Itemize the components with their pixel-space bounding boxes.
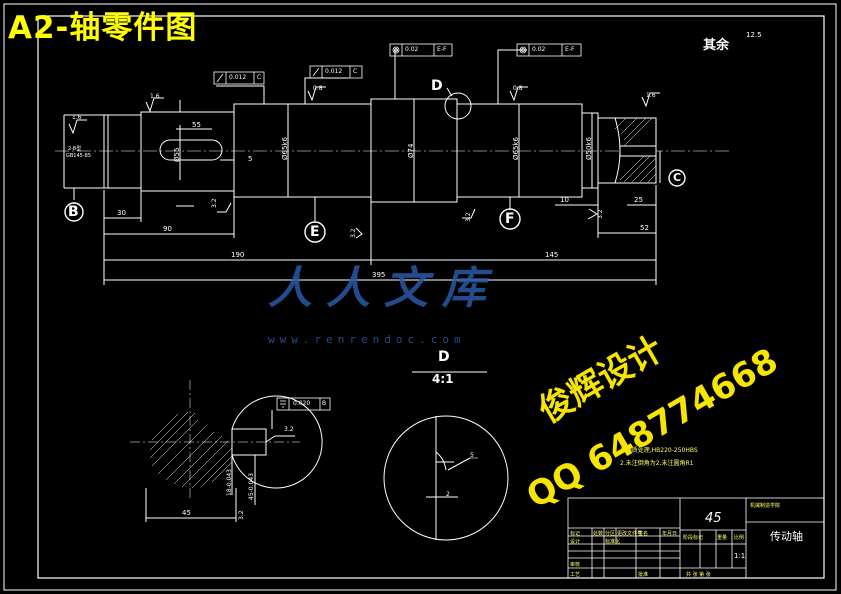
dim-145: 145 — [545, 251, 559, 259]
dim-key-depth: 45-0.043 — [248, 473, 255, 500]
outer-frame — [3, 3, 837, 591]
dim-r5: 5 — [470, 452, 474, 459]
center-hole-standard: GB145-85 — [66, 153, 92, 159]
tech-requirement-2: 2.未注倒角为2,未注圆角R1 — [620, 460, 694, 467]
title-block-role-1: 标准化 — [605, 539, 621, 545]
dim-52: 52 — [640, 224, 649, 232]
section-f-label: F — [505, 211, 515, 227]
title-block — [567, 497, 825, 579]
dim-phi65k6-a: Ø65k6 — [281, 137, 289, 160]
runout-1-datum: C — [257, 74, 262, 81]
detail-view-d — [383, 371, 509, 541]
inner-frame — [37, 15, 825, 579]
title-block-scale: 1:1 — [734, 552, 746, 560]
cylindricity-2-datum: E-F — [565, 46, 575, 53]
detail-view-title: D — [438, 349, 450, 365]
tolerance-frames — [213, 43, 582, 411]
detail-d-marker: D — [431, 78, 443, 94]
roughness-default-label: 其余 — [703, 38, 730, 53]
roughness-1: 1.6 — [150, 93, 160, 100]
dim-30: 30 — [117, 209, 126, 217]
dim-phi74: Ø74 — [407, 143, 415, 158]
title-block-role-3: 工艺 — [570, 572, 581, 578]
title-block-role-2: 审核 — [570, 562, 581, 568]
keyway-section-view — [130, 380, 323, 522]
roughness-10: 3.2 — [284, 426, 294, 433]
dim-10: 10 — [560, 196, 569, 204]
symmetry-value: 0.020 — [293, 400, 311, 407]
datum-b-label: B — [68, 204, 79, 220]
title-block-row-4: 签名 — [638, 531, 649, 537]
shaft-main-view — [55, 49, 730, 285]
title-block-role-4: 批准 — [638, 572, 649, 578]
section-e-label: E — [310, 224, 320, 240]
dim-5: 5 — [248, 155, 253, 163]
roughness-8: 3.2 — [465, 212, 472, 222]
center-hole-note: 2-B型 — [68, 146, 82, 152]
title-block-row-5: 年月日 — [662, 531, 678, 537]
cylindricity-1-datum: E-F — [437, 46, 447, 53]
roughness-2: 1.6 — [72, 114, 82, 121]
drawing-title: A2-轴零件图 — [8, 10, 198, 46]
dim-r2: 2 — [446, 491, 450, 498]
watermark-brand: 人人文库 — [268, 263, 500, 314]
dim-key-width: 18-0.043 — [226, 469, 233, 496]
watermark-url: www.renrendoc.com — [268, 333, 466, 346]
roughness-default-value: 12.5 — [746, 31, 762, 39]
dim-55: 55 — [192, 121, 201, 129]
title-block-sheets: 共 张 第 张 — [686, 572, 711, 578]
title-block-row-0: 标记 — [570, 531, 581, 537]
title-block-row-3: 更改文件号 — [617, 531, 643, 537]
title-block-weight: 重量 — [717, 535, 728, 541]
roughness-4: 0.8 — [513, 85, 523, 92]
title-block-stage: 阶段标记 — [683, 535, 704, 541]
dim-phi55: Ø55 — [173, 147, 181, 162]
dim-395: 395 — [372, 271, 386, 279]
dim-190: 190 — [231, 251, 245, 259]
dim-phi65k6-b: Ø65k6 — [512, 137, 520, 160]
dim-45: 45 — [182, 509, 191, 517]
dim-phi50k6: Ø50k6 — [585, 137, 593, 160]
title-block-row-2: 分区 — [605, 531, 616, 537]
runout-2-datum: C — [353, 68, 358, 75]
detail-scale: 4:1 — [432, 372, 454, 386]
roughness-5: 1.6 — [646, 92, 656, 99]
title-block-scale-label: 比例 — [734, 535, 745, 541]
dim-90: 90 — [163, 225, 172, 233]
runout-1-value: 0.012 — [229, 74, 247, 81]
runout-2-value: 0.012 — [325, 68, 343, 75]
roughness-7: 3.2 — [350, 228, 357, 238]
dim-25: 25 — [634, 196, 643, 204]
title-block-row-1: 处数 — [593, 531, 604, 537]
datum-markers — [64, 169, 686, 243]
cylindricity-1-value: 0.02 — [405, 46, 419, 53]
cylindricity-2-value: 0.02 — [532, 46, 546, 53]
roughness-11: 3.2 — [238, 510, 245, 520]
tech-requirement-1: 1.调质处理,HB220-250HBS — [620, 447, 698, 454]
title-block-part-name: 传动轴 — [770, 530, 803, 543]
title-block-role-0: 设计 — [570, 539, 581, 545]
title-block-material: 45 — [705, 511, 722, 526]
symmetry-datum: B — [322, 400, 327, 407]
roughness-3: 0.8 — [313, 85, 323, 92]
roughness-9: 3.2 — [597, 209, 604, 219]
title-block-school: 机械制造学院 — [750, 503, 781, 509]
roughness-6: 3.2 — [211, 198, 218, 208]
datum-c-label: C — [673, 171, 682, 184]
